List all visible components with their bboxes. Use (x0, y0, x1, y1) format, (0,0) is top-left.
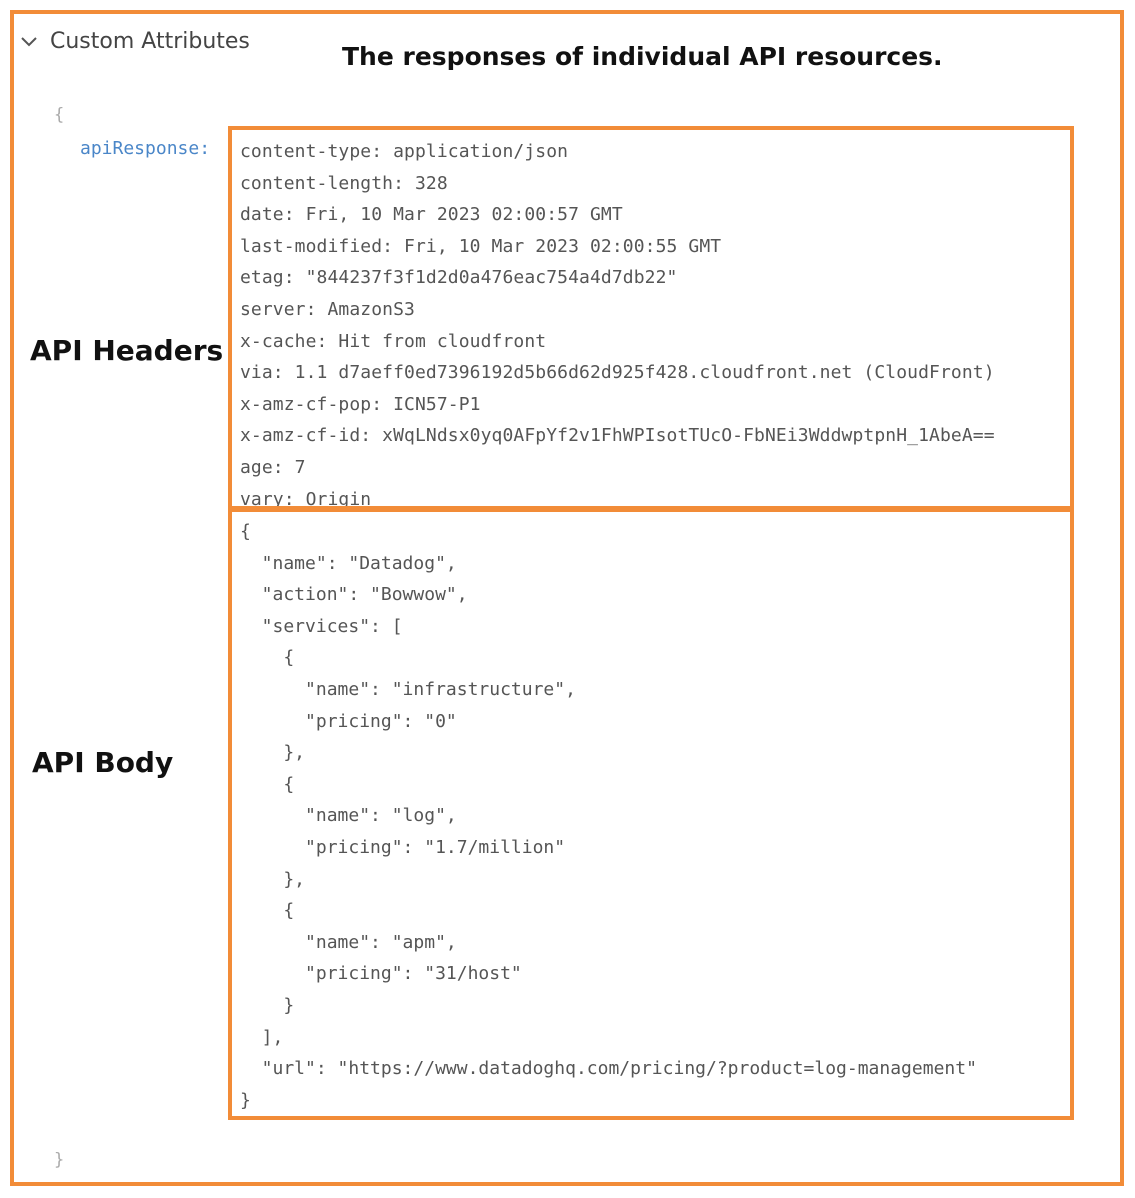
header-line: vary: Origin (240, 488, 372, 510)
api-body-label: API Body (32, 746, 174, 779)
body-line: "pricing": "31/host" (240, 963, 522, 985)
header-line: etag: "844237f3f1d2d0a476eac754a4d7db22" (240, 267, 678, 289)
body-line: { (240, 521, 251, 542)
body-line: "services": [ (240, 615, 403, 637)
body-line: } (240, 994, 295, 1016)
body-line: "name": "infrastructure", (240, 678, 576, 700)
json-open-brace: { (54, 105, 65, 125)
header-line: last-modified: Fri, 10 Mar 2023 02:00:55… (240, 235, 722, 257)
body-line: } (240, 1089, 251, 1111)
body-line: "action": "Bowwow", (240, 584, 468, 606)
outer-highlight-frame (10, 10, 1124, 1186)
header-lines: content-type: application/json content-le… (240, 136, 1066, 510)
body-line: "name": "log", (240, 805, 457, 827)
header-line: content-type: application/json (240, 141, 569, 162)
body-line: }, (240, 868, 306, 890)
annotation-title: The responses of individual API resource… (342, 42, 943, 71)
section-title: Custom Attributes (50, 28, 250, 54)
header-line: via: 1.1 d7aeff0ed7396192d5b66d62d925f42… (240, 362, 995, 384)
header-line: server: AmazonS3 (240, 298, 415, 320)
body-line: "name": "apm", (240, 931, 457, 953)
body-line: "name": "Datadog", (240, 552, 457, 574)
api-body-box: { "name": "Datadog", "action": "Bowwow",… (228, 508, 1074, 1120)
body-line: ], (240, 1026, 284, 1048)
header-line: x-cache: Hit from cloudfront (240, 330, 547, 352)
api-headers-box: content-type: application/json content-le… (228, 126, 1074, 510)
body-line: { (240, 773, 295, 795)
body-line: { (240, 647, 295, 669)
header-line: age: 7 (240, 456, 306, 478)
body-line: { (240, 900, 295, 922)
body-line: "url": "https://www.datadoghq.com/pricin… (240, 1058, 977, 1080)
body-line: "pricing": "1.7/million" (240, 836, 566, 858)
body-line: "pricing": "0" (240, 710, 457, 732)
api-headers-label: API Headers (30, 334, 224, 367)
api-response-key[interactable]: apiResponse: (80, 138, 211, 159)
header-line: date: Fri, 10 Mar 2023 02:00:57 GMT (240, 204, 623, 226)
header-line: x-amz-cf-pop: ICN57-P1 (240, 393, 481, 415)
json-close-brace: } (54, 1150, 65, 1170)
body-lines: { "name": "Datadog", "action": "Bowwow",… (240, 516, 1066, 1116)
body-line: }, (240, 742, 306, 764)
header-line: x-amz-cf-id: xWqLNdsx0yq0AFpYf2v1FhWPIso… (240, 425, 995, 447)
header-line: content-length: 328 (240, 172, 448, 194)
custom-attributes-toggle[interactable]: Custom Attributes (18, 26, 250, 56)
chevron-down-icon (18, 30, 40, 52)
